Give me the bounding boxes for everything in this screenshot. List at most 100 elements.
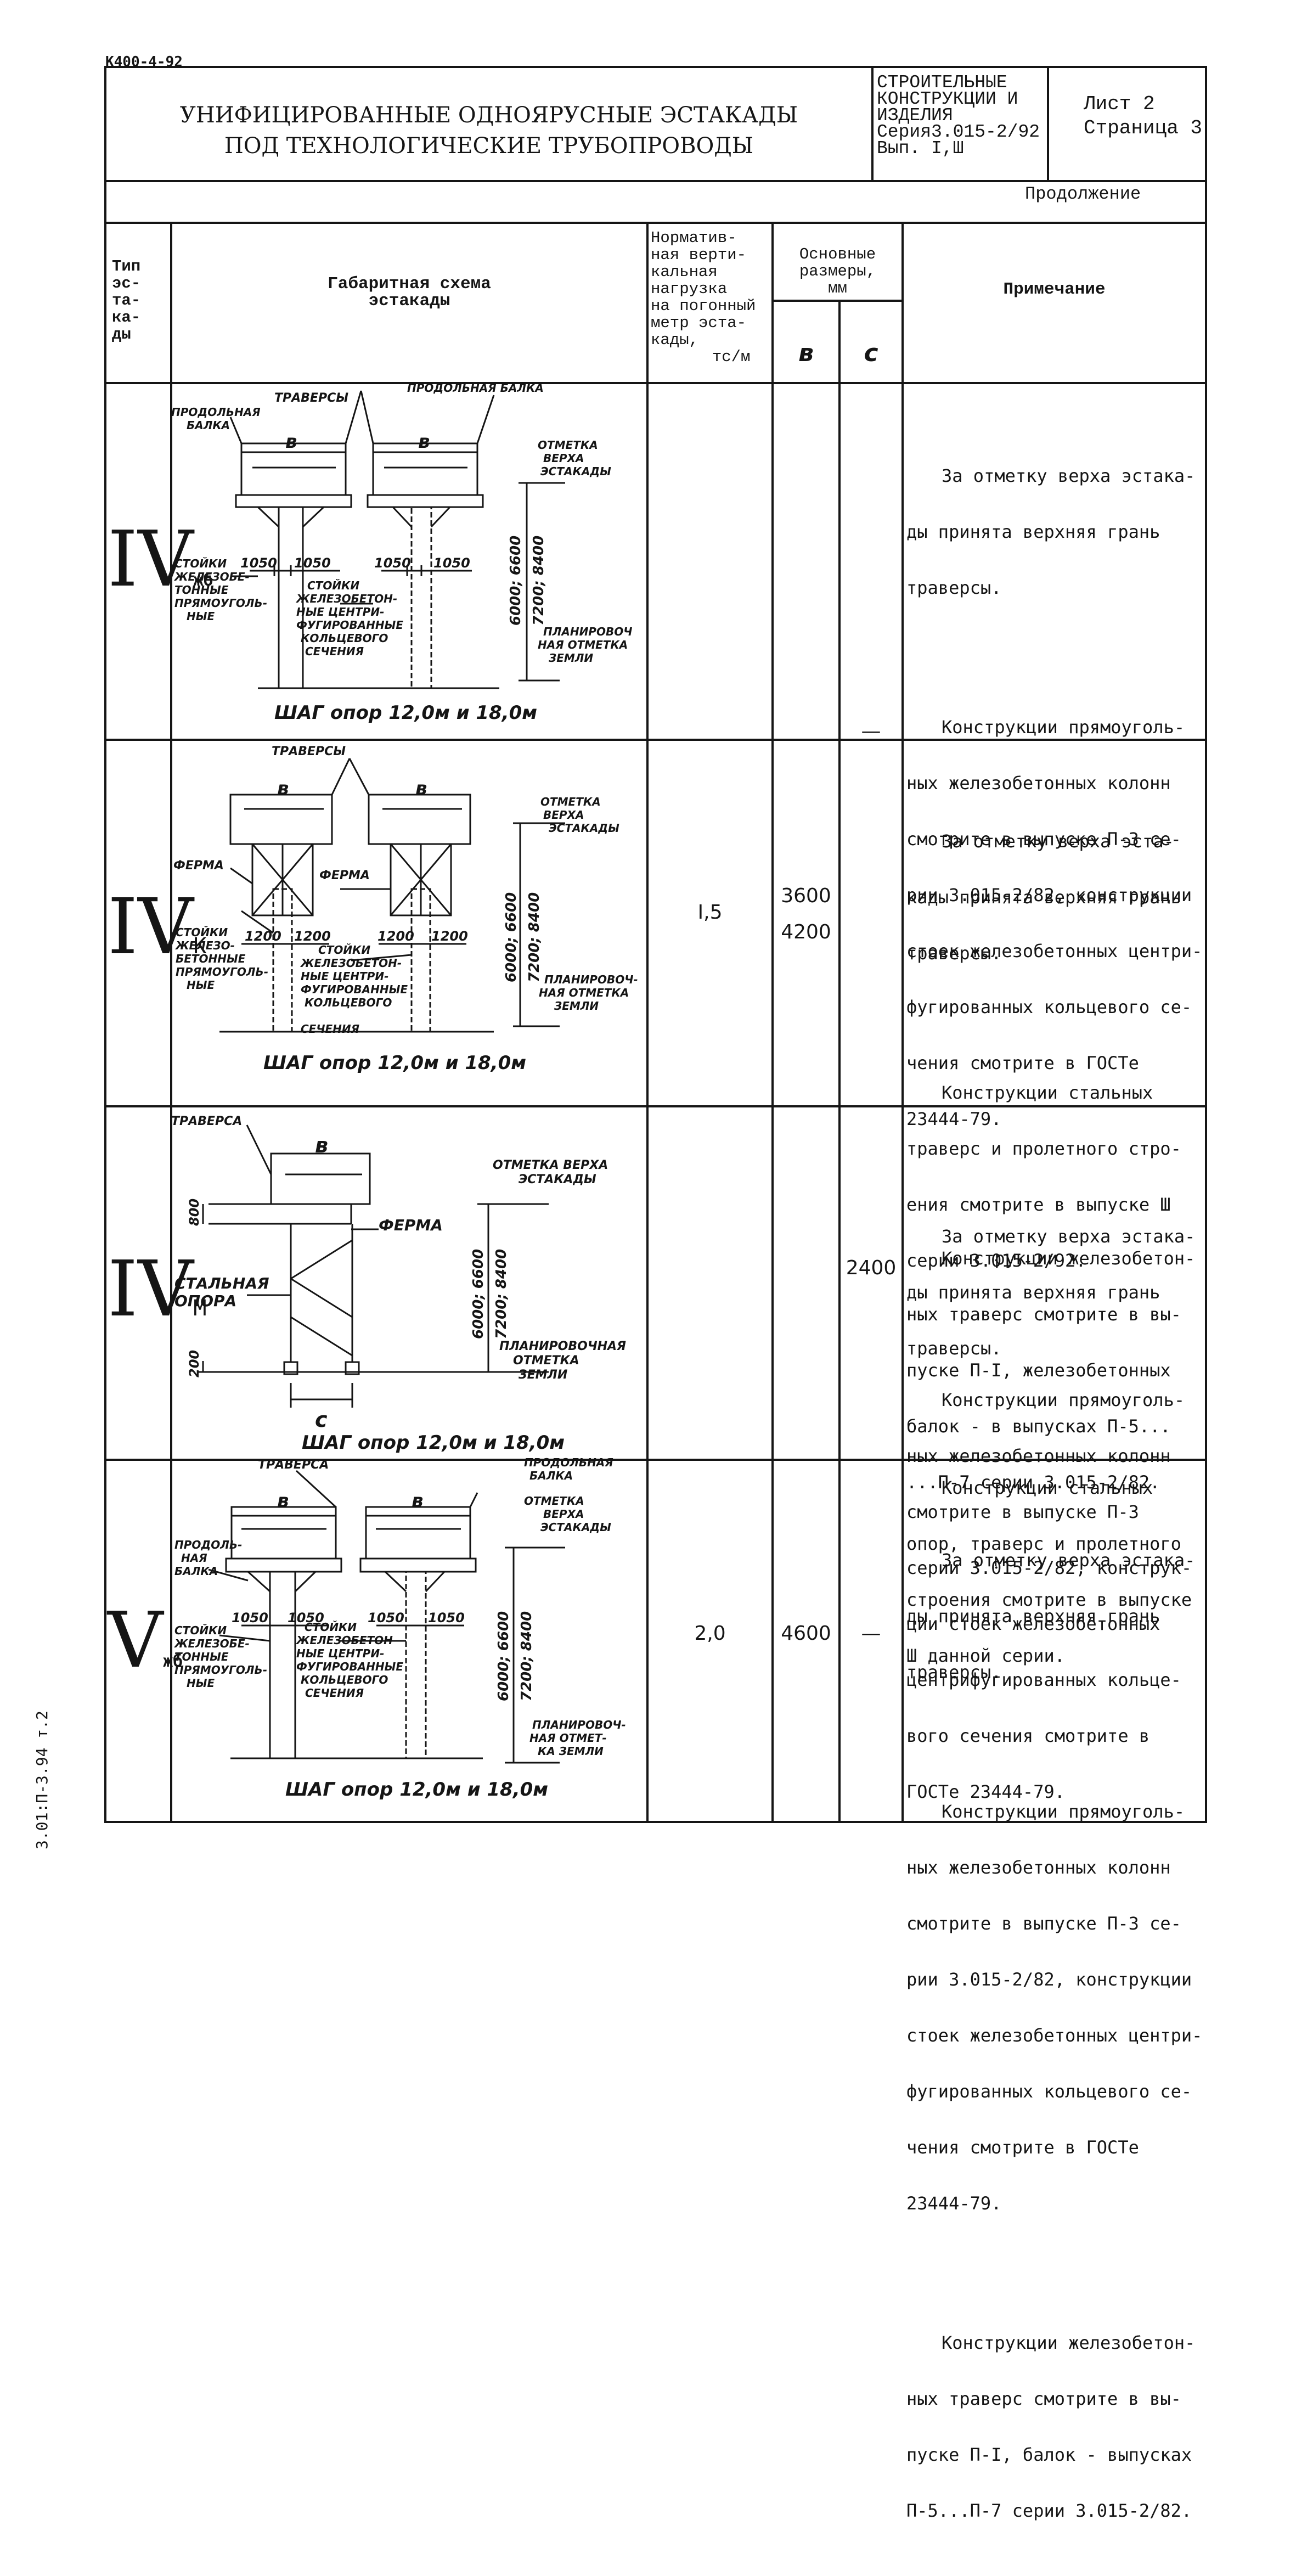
type-label: Vжб: [108, 1602, 183, 1679]
drawing-label: ВЕРХА: [543, 1508, 584, 1521]
table-frame: [104, 66, 1207, 1823]
drawing-label: ФУГИРОВАННЫЕ: [296, 618, 403, 632]
drawing-label: ТОННЫЕ: [174, 583, 229, 597]
title-line-2: ПОД ТЕХНОЛОГИЧЕСКИЕ ТРУБОПРОВОДЫ: [224, 133, 754, 159]
drawing-label: СТОЙКИ: [307, 579, 359, 592]
dimension-label: 1050: [433, 555, 470, 571]
drawing-label: ОТМЕТКА ВЕРХА: [493, 1158, 608, 1172]
support-step: ШАГ опор 12,0м и 18,0м: [274, 702, 537, 724]
dimension-label: 1050: [240, 555, 277, 571]
drawing-label: СЕЧЕНИЯ: [301, 1022, 359, 1036]
note-paragraph: За отметку верха эстака- ды принята верх…: [906, 1226, 1196, 1359]
support-step: ШАГ опор 12,0м и 18,0м: [302, 1432, 565, 1454]
col-scheme-header: Габаритная схема эстакады: [328, 274, 491, 311]
col-c-header: с: [864, 339, 878, 367]
note-paragraph: Конструкции стальных траверс и пролетног…: [906, 1082, 1181, 1271]
dimension-label: 6000; 6600: [495, 1611, 512, 1701]
drawing-label: ФУГИРОВАННЫЕ: [301, 983, 408, 996]
type-subscript: М: [193, 1296, 207, 1321]
drawing-label: ЖЕЛЕЗОБЕ-: [173, 1637, 250, 1650]
drawing-label: НЫЕ ЦЕНТРИ-: [296, 605, 384, 618]
dimension-label: в: [315, 1133, 328, 1157]
load-value: 2,0: [694, 1622, 726, 1645]
drawing-label: ПЛАНИРОВОЧ-: [544, 973, 638, 986]
note-paragraph: Конструкции прямоуголь- ных железобетонн…: [906, 1390, 1192, 1802]
note-cell: За отметку верха эстака- ды принята верх…: [906, 1152, 1195, 1721]
support-step: ШАГ опор 12,0м и 18,0м: [263, 1052, 526, 1074]
drawing-label: НЫЕ: [187, 1677, 215, 1690]
note-cell: За отметку верха эста- кады принята верх…: [906, 757, 1192, 1857]
drawing-label: ВЕРХА: [543, 452, 584, 465]
type-numeral: IV: [108, 515, 194, 604]
dimension-label: 1050: [294, 555, 331, 571]
type-subscript: К: [193, 933, 207, 959]
drawing-label: ПРОДОЛЬНАЯ БАЛКА: [407, 381, 544, 395]
drawing-label: ЗЕМЛИ: [554, 999, 599, 1013]
drawing-label: ТОННЫЕ: [174, 1650, 229, 1663]
dimension-label: 6000; 6600: [508, 536, 524, 626]
c-value: —: [861, 1622, 881, 1645]
dimension-label: 1050: [288, 1610, 324, 1626]
series-line: ИЗДЕЛИЯ: [877, 105, 953, 126]
b-value: 4200: [781, 921, 831, 943]
drawing-label: СЕЧЕНИЯ: [305, 645, 364, 658]
drawing-v-zhb: [208, 1470, 565, 1764]
drawing-iv-zhb: [229, 390, 565, 689]
drawing-label: КОЛЬЦЕВОГО: [301, 1673, 388, 1686]
drawing-label: ЖЕЛЕЗОБЕТОН-: [300, 957, 402, 970]
drawing-label: ЖЕЛЕЗОБЕТОН-: [295, 592, 397, 605]
note-paragraph: За отметку верха эстака- ды принята верх…: [906, 465, 1196, 598]
series-block: СТРОИТЕЛЬНЫЕ КОНСТРУКЦИИ И ИЗДЕЛИЯ Серия…: [877, 74, 1040, 159]
drawing-label: НАЯ ОТМЕТКА: [539, 986, 629, 999]
drawing-label: ПРЯМОУГОЛЬ-: [176, 965, 268, 978]
dimension-label: 200: [187, 1350, 202, 1377]
support-step: ШАГ опор 12,0м и 18,0м: [285, 1779, 548, 1801]
drawing-label: ФЕРМА: [319, 869, 370, 882]
dimension-label: 800: [187, 1199, 202, 1226]
series-line: Вып. I,Ш: [877, 138, 964, 159]
col-note-header: Примечание: [1003, 280, 1106, 299]
drawing-label: КОЛЬЦЕВОГО: [301, 632, 388, 645]
drawing-label: НАЯ ОТМЕТКА: [538, 638, 628, 651]
drawing-label: ОТМЕТКА: [524, 1494, 584, 1508]
load-value: I,5: [697, 901, 723, 924]
drawing-label: БЕТОННЫЕ: [176, 952, 246, 965]
type-subscript: жб: [163, 1652, 183, 1671]
series-line: КОНСТРУКЦИИ И: [877, 89, 1018, 109]
col-type-header: Тип эс- та- ка- ды: [112, 257, 141, 344]
drawing-label: ПРЯМОУГОЛЬ-: [174, 1663, 267, 1677]
drawing-label: ПЛАНИРОВОЧНАЯ: [499, 1340, 626, 1353]
col-load-header: Норматив- ная верти- кальная нагрузка на…: [651, 229, 756, 366]
drawing-label: ЭСТАКАДЫ: [549, 822, 619, 835]
drawing-label: СТАЛЬНАЯ: [174, 1274, 269, 1292]
type-numeral: IV: [108, 882, 194, 972]
drawing-label: СЕЧЕНИЯ: [305, 1686, 364, 1700]
note-paragraph: За отметку верха эста- кады принята верх…: [906, 831, 1181, 964]
doc-code: К400-4-92: [105, 54, 183, 70]
title-line-1: УНИФИЦИРОВАННЫЕ ОДНОЯРУСНЫЕ ЭСТАКАДЫ: [179, 103, 798, 128]
drawing-label: ЗЕМЛИ: [548, 651, 593, 665]
note-paragraph: Конструкции железобетон- ных траверс смо…: [906, 2332, 1196, 2521]
note-paragraph: Конструкции железобетон- ных траверс смо…: [906, 1248, 1196, 1493]
drawing-label: ЖЕЛЕЗО-: [174, 939, 235, 952]
dimension-label: 7200; 8400: [493, 1249, 510, 1339]
type-label: IVжб: [108, 521, 213, 598]
b-value: 4600: [781, 1622, 831, 1645]
dimension-label: 1200: [294, 929, 331, 944]
drawing-label: ОПОРА: [174, 1292, 236, 1310]
continuation-label: Продолжение: [1025, 184, 1141, 204]
type-subscript: жб: [193, 571, 213, 590]
drawing-label: БАЛКА: [187, 419, 230, 432]
dimension-label: 1200: [245, 929, 281, 944]
dimension-label: 7200; 8400: [519, 1611, 535, 1701]
drawing-label: ПРЯМОУГОЛЬ-: [174, 597, 267, 610]
drawing-label: СТОЙКИ: [174, 1624, 227, 1637]
drawing-label: ФУГИРОВАННЫЕ: [296, 1660, 403, 1673]
b-value: 3600: [781, 885, 831, 907]
note-paragraph: Конструкции прямоуголь- ных железобетонн…: [906, 717, 1203, 1129]
dimension-label: в: [412, 1490, 424, 1512]
dimension-label: 1050: [368, 1610, 404, 1626]
dimension-label: в: [277, 778, 289, 800]
drawing-label: СТОЙКИ: [318, 943, 370, 957]
dimension-label: в: [415, 778, 427, 800]
